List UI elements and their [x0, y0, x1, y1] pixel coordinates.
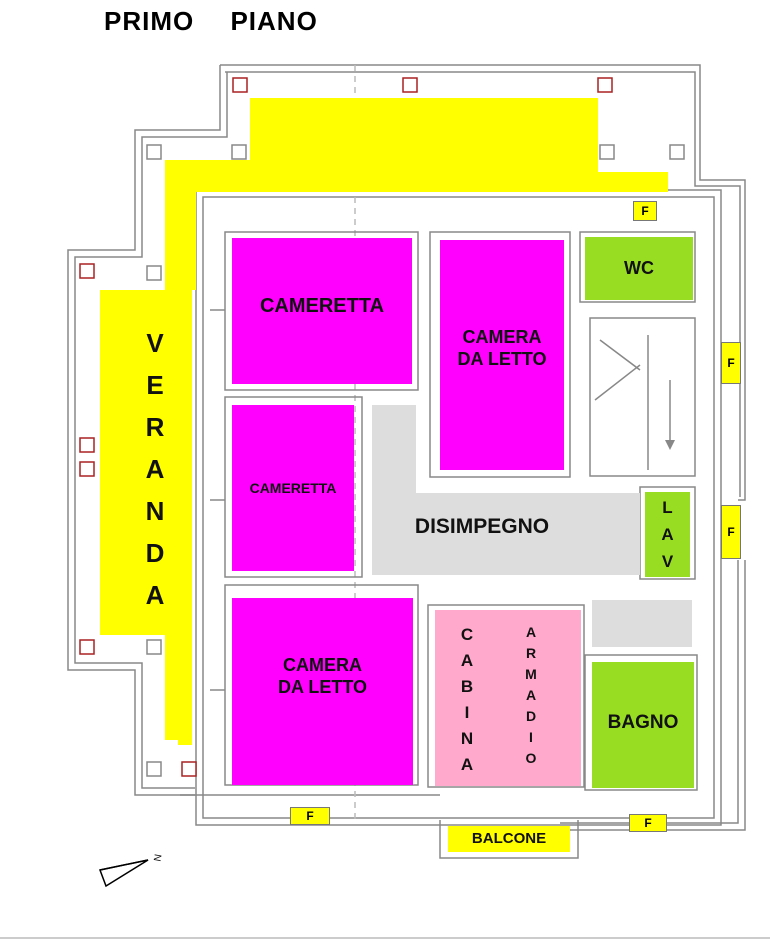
room-label-camera-letto-1: CAMERA DA LETTO [457, 327, 547, 369]
page-title: PRIMO PIANO [104, 6, 318, 36]
north-arrow-icon [98, 859, 149, 888]
lav-zone [645, 492, 690, 577]
north-label: N [152, 853, 165, 863]
camera-letto-2-zone [232, 598, 413, 785]
room-label-camera-letto-2: CAMERA DA LETTO [278, 655, 367, 697]
window-marker: F [633, 201, 657, 221]
wc-zone [585, 237, 693, 300]
cameretta-1-zone [232, 238, 412, 384]
bagno-zone [592, 662, 694, 788]
cameretta-2-zone [232, 405, 354, 571]
camera-letto-1-zone [440, 240, 564, 470]
window-marker: F [290, 807, 330, 825]
passage-zone [592, 600, 692, 647]
window-marker: F [721, 342, 741, 384]
cabina-zone [435, 610, 581, 786]
disimpegno-zone [372, 493, 640, 575]
column-bases [146, 144, 685, 777]
disimpegno-ext-zone [372, 405, 416, 495]
room-label-bagno: BAGNO [607, 712, 679, 733]
room-label-disimpegno: DISIMPEGNO [414, 515, 550, 538]
window-marker: F [721, 505, 741, 559]
outer-walls [67, 64, 746, 859]
room-label-wc: WC [624, 258, 654, 278]
room-label-cameretta-2: CAMERETTA [249, 480, 337, 496]
columns [79, 77, 613, 777]
window-marker: F [629, 814, 667, 832]
interior-walls [210, 231, 698, 791]
room-label-cameretta-1: CAMERETTA [259, 295, 385, 317]
room-label-balcone: BALCONE [448, 826, 570, 852]
